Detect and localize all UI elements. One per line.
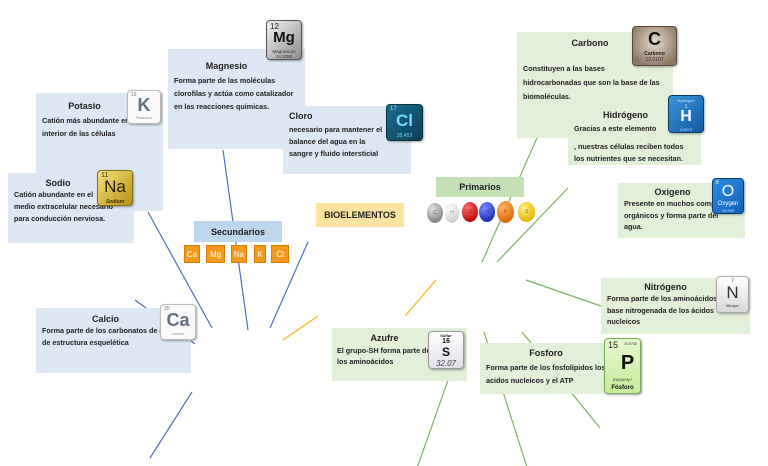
element-symbol: Cl <box>396 111 413 130</box>
element-tile-nitrogen: 7 N Nitrogen <box>716 276 749 313</box>
card-description-continued: , nuestras células reciben todos los nut… <box>574 142 684 163</box>
atomic-number: 8 <box>716 180 719 186</box>
element-symbol: P <box>620 352 635 374</box>
card-title: Nitrógeno <box>644 282 687 292</box>
element-symbol: Na <box>104 177 126 196</box>
link-center-secundarios <box>282 315 319 341</box>
element-symbol: C <box>648 29 661 49</box>
atomic-number: 16 <box>442 338 450 345</box>
atomic-mass: 1.0079 <box>679 127 693 132</box>
card-title: Oxigeno <box>654 187 691 197</box>
element-name: Potassium <box>135 116 153 120</box>
link-carbono <box>481 137 538 263</box>
atomic-number: 17 <box>390 106 397 112</box>
hub-secundarios[interactable]: Secundarios <box>194 221 282 242</box>
element-name: Calcium <box>171 332 185 336</box>
atomic-number: 12 <box>270 22 279 31</box>
chip-cl: Cl <box>271 245 289 263</box>
element-tile-sodium: 11 Na Sodium <box>97 170 133 206</box>
atomic-mass: 24.3050 <box>275 54 293 59</box>
element-symbol: S <box>441 345 450 359</box>
link-calcio <box>149 391 193 459</box>
element-tile-calcium: 20 Ca Calcium <box>160 304 196 340</box>
atomic-mass: 12.0107 <box>645 57 664 63</box>
ball-c: C <box>427 203 443 223</box>
card-title: Calcio <box>91 314 119 324</box>
element-symbol: H <box>680 108 692 125</box>
chip-k: K <box>254 245 266 263</box>
chip-mg: Mg <box>206 245 225 263</box>
atomic-number: 20 <box>164 306 170 312</box>
card-title: Magnesio <box>205 61 248 71</box>
atomic-mass: 35.453 <box>396 133 413 139</box>
element-tile-magnesium: 12 Mg Magnesium 24.3050 <box>266 20 302 60</box>
element-tile-carbon: C Carbono 12.0107 <box>632 26 677 66</box>
element-symbol: O <box>721 183 735 200</box>
card-description: Gracias a este elemento <box>574 124 657 133</box>
element-symbol: Mg <box>273 29 295 46</box>
atomic-mass: 32.07 <box>435 359 457 368</box>
card-title: Azufre <box>370 333 399 343</box>
element-name: Hydrogen <box>677 98 695 103</box>
card-title: Cloro <box>289 111 313 121</box>
element-tile-phosphorus: 15 30.9738 P [Ne]3s²3p³ Fósforo <box>604 338 641 394</box>
chip-na: Na <box>231 245 247 263</box>
element-tile-oxygen: 8 O Oxygen 15.999 <box>712 178 744 214</box>
card-description: Presente en muchos compuestos orgánicos … <box>624 199 739 231</box>
link-cloro <box>269 241 309 329</box>
card-description: Forma parte de las moléculas clorofilas … <box>174 76 294 111</box>
element-tile-sulfur: Sulfur 16 S 32.07 <box>428 331 464 369</box>
card-description: Forma parte de los carbonatos de calcio … <box>42 326 180 347</box>
ball-p: P <box>497 201 514 223</box>
atomic-number: 15 <box>608 340 619 350</box>
card-title: Carbono <box>571 38 609 48</box>
element-name: Nitrogen <box>725 304 740 308</box>
card-description: Catión más abundante en el interior de l… <box>42 116 138 138</box>
link-hidrogeno <box>496 187 569 263</box>
element-symbol: N <box>726 283 739 302</box>
card-description: El grupo-SH forma parte de los aminoácid… <box>337 346 431 366</box>
element-name: Sodium <box>105 199 125 205</box>
atomic-number: 19 <box>131 92 137 98</box>
atomic-mass: 30.9738 <box>624 342 637 346</box>
element-symbol: K <box>137 95 151 115</box>
card-sodio[interactable]: Sodio Catión abundante en el medio extra… <box>8 173 134 243</box>
element-tile-potassium: 19 K Potassium <box>127 90 161 124</box>
card-description: Forma parte de los fosfolípidos los acid… <box>486 363 606 385</box>
element-tile-chlorine: 17 Cl 35.453 <box>386 104 423 141</box>
card-title: Hidrógeno <box>603 110 648 120</box>
card-hidrogeno[interactable]: Hidrógeno Gracias a este elemento , nues… <box>568 106 701 165</box>
link-center-primarios <box>404 279 437 317</box>
card-title: Fosforo <box>529 348 563 358</box>
atomic-number: 11 <box>101 172 109 179</box>
card-description: Catión abundante en el medio extracelula… <box>14 190 114 223</box>
center-node-bioelementos[interactable]: BIOELEMENTOS <box>316 203 404 227</box>
chip-ca: Ca <box>184 245 200 263</box>
ball-o: O <box>462 202 478 222</box>
element-tile-hydrogen: Hydrogen 1 H 1.0079 <box>668 95 704 133</box>
element-name: Magnesium <box>272 49 296 54</box>
element-name: Sulfur <box>440 333 452 338</box>
element-name: Oxygen <box>717 201 739 207</box>
atomic-number: 1 <box>684 104 688 110</box>
element-name: Fósforo <box>611 385 634 391</box>
hub-primarios[interactable]: Primarios <box>436 177 524 197</box>
element-name: Carbono <box>644 51 665 57</box>
ball-h: H <box>445 203 459 223</box>
card-magnesio[interactable]: Magnesio Forma parte de las moléculas cl… <box>168 49 305 149</box>
atomic-number: 7 <box>731 278 734 284</box>
electron-config: [Ne]3s²3p³ <box>613 377 632 382</box>
ball-n: N <box>479 202 495 222</box>
card-description: Constituyen a las bases hidrocarbonadas … <box>523 64 660 101</box>
ball-s: S <box>518 202 535 222</box>
element-symbol: Ca <box>166 310 190 330</box>
atomic-mass: 15.999 <box>721 208 735 213</box>
link-potasio <box>147 211 213 329</box>
card-title: Sodio <box>45 178 71 188</box>
card-description: Forma parte de los aminoácidos y de la b… <box>607 294 742 326</box>
card-description: necesario para mantener el balance del a… <box>289 125 383 158</box>
card-title: Potasio <box>68 101 101 111</box>
